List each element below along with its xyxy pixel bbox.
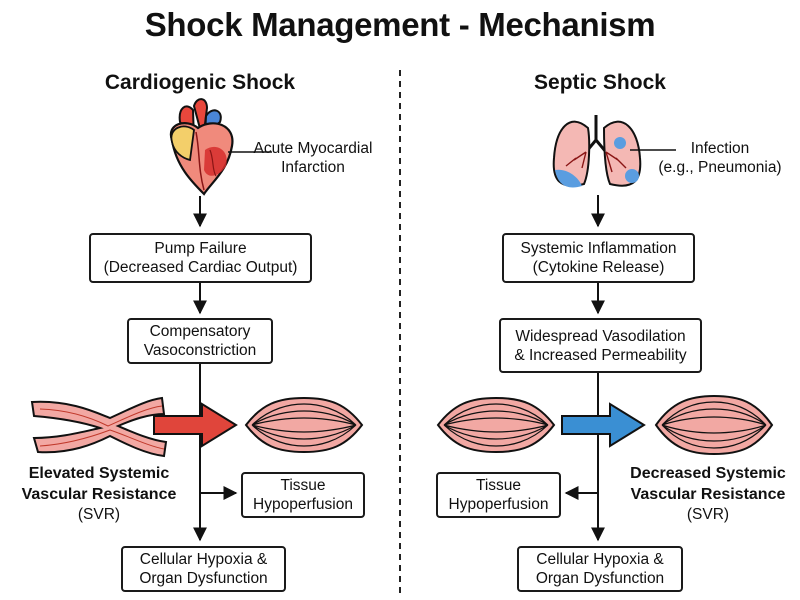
blue-arrow-icon xyxy=(561,402,646,448)
cellular-hypoxia-box-left: Cellular Hypoxia &Organ Dysfunction xyxy=(121,546,286,592)
constricted-vessels-icon xyxy=(30,396,168,458)
red-arrow-icon xyxy=(153,402,238,448)
elevated-svr-label: Elevated Systemic Vascular Resistance (S… xyxy=(21,465,177,523)
systemic-inflammation-box: Systemic Inflammation(Cytokine Release) xyxy=(502,233,695,283)
septic-trigger-label: Infection(e.g., Pneumonia) xyxy=(658,140,782,176)
septic-heading: Septic Shock xyxy=(534,71,666,94)
infection-dot-icon xyxy=(614,137,626,149)
widespread-vasodilation-box: Widespread Vasodilation& Increased Perme… xyxy=(499,318,702,373)
muscle-bundle-icon-right-b xyxy=(654,394,774,456)
decreased-svr-label: Decreased Systemic Vascular Resistance (… xyxy=(630,465,786,523)
muscle-bundle-icon-left xyxy=(244,396,364,454)
lungs-icon xyxy=(552,115,642,188)
pump-failure-box: Pump Failure(Decreased Cardiac Output) xyxy=(89,233,312,283)
muscle-bundle-icon-right-a xyxy=(436,396,556,454)
heart-icon xyxy=(169,98,234,196)
cellular-hypoxia-box-right: Cellular Hypoxia &Organ Dysfunction xyxy=(517,546,683,592)
page-title: Shock Management - Mechanism xyxy=(144,6,656,43)
cardiogenic-heading: Cardiogenic Shock xyxy=(104,71,296,94)
